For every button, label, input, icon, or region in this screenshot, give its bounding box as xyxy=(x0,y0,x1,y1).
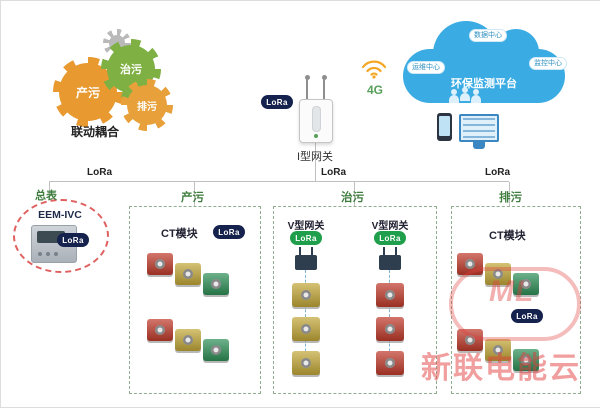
bus-lora-label-center: LoRa xyxy=(321,167,346,178)
zone-produce-label: 产污 xyxy=(181,192,204,204)
drop-line-treat xyxy=(354,182,355,206)
ct-module-yellow xyxy=(485,263,511,285)
gear-treat-label: 治污 xyxy=(120,64,142,76)
wifi-icon xyxy=(361,59,387,84)
treat-module-yellow xyxy=(292,317,320,341)
treat-module-red xyxy=(376,317,404,341)
gears-caption: 联动耦合 xyxy=(70,125,119,139)
ct-module-green xyxy=(203,273,229,295)
meter-model-label: EEM-IVC xyxy=(38,209,82,221)
discharge-lora-badge: LoRa xyxy=(511,309,543,323)
vgateway-left-label: V型网关 xyxy=(287,221,325,232)
vgateway-left-device-icon xyxy=(295,247,317,270)
gear-discharge-icon: 排污 xyxy=(121,79,173,131)
zone-discharge-label: 排污 xyxy=(499,192,522,204)
cloud-bubble-monitor-center: 监控中心 xyxy=(529,57,567,71)
gear-discharge-label: 排污 xyxy=(137,101,157,113)
cloud-platform-title: 环保监测平台 xyxy=(451,78,517,90)
drop-line-discharge xyxy=(509,182,510,206)
vgateway-left-lora-badge: LoRa xyxy=(290,231,322,245)
zone-treat-label: 治污 xyxy=(341,192,364,204)
ct-module-green xyxy=(513,273,539,295)
meter-group-outline xyxy=(13,199,109,273)
drop-line-meter xyxy=(49,182,50,200)
ct-module-red xyxy=(457,329,483,351)
gateway-label: I型网关 xyxy=(296,151,334,163)
produce-lora-badge: LoRa xyxy=(213,225,245,239)
ct-module-green xyxy=(513,349,539,371)
zone-treat-box xyxy=(273,206,437,394)
vgateway-right-device-icon xyxy=(379,247,401,270)
gateway-antenna-left-icon xyxy=(304,75,310,101)
gateway-lora-badge: LoRa xyxy=(261,95,293,109)
gateway-drop-line xyxy=(315,142,316,181)
person-icon xyxy=(471,89,481,103)
vgateway-right-label: V型网关 xyxy=(371,221,409,232)
ct-module-yellow xyxy=(175,329,201,351)
treat-module-yellow xyxy=(292,351,320,375)
zone-discharge-box xyxy=(451,206,581,394)
ct-module-red xyxy=(457,253,483,275)
discharge-module-label: CT模块 xyxy=(489,230,526,242)
bus-lora-label-left: LoRa xyxy=(87,167,112,178)
bus-line xyxy=(49,181,509,182)
produce-module-label: CT模块 xyxy=(161,228,198,240)
monitor-icon xyxy=(459,114,499,142)
network-4g-badge: 4G xyxy=(367,83,384,97)
cloud-bubble-data-center: 数据中心 xyxy=(469,29,507,43)
ct-module-yellow xyxy=(175,263,201,285)
ct-module-yellow xyxy=(485,339,511,361)
person-icon xyxy=(449,89,459,103)
smartphone-icon xyxy=(437,113,452,141)
gateway-antenna-right-icon xyxy=(321,75,327,101)
cloud-bubble-ops-center: 运维中心 xyxy=(407,61,445,75)
ct-module-green xyxy=(203,339,229,361)
meter-lora-badge: LoRa xyxy=(57,233,89,247)
vgateway-right-lora-badge: LoRa xyxy=(374,231,406,245)
drop-line-produce xyxy=(194,182,195,206)
gateway-device-icon xyxy=(299,99,333,143)
zone-produce-box xyxy=(129,206,261,394)
ct-module-red xyxy=(147,253,173,275)
person-icon xyxy=(460,87,470,101)
treat-module-red xyxy=(376,283,404,307)
gear-produce-label: 产污 xyxy=(75,85,100,100)
ct-module-red xyxy=(147,319,173,341)
treat-module-yellow xyxy=(292,283,320,307)
treat-module-red xyxy=(376,351,404,375)
bus-lora-label-right: LoRa xyxy=(485,167,510,178)
meter-group-label: 总表 xyxy=(35,190,57,202)
